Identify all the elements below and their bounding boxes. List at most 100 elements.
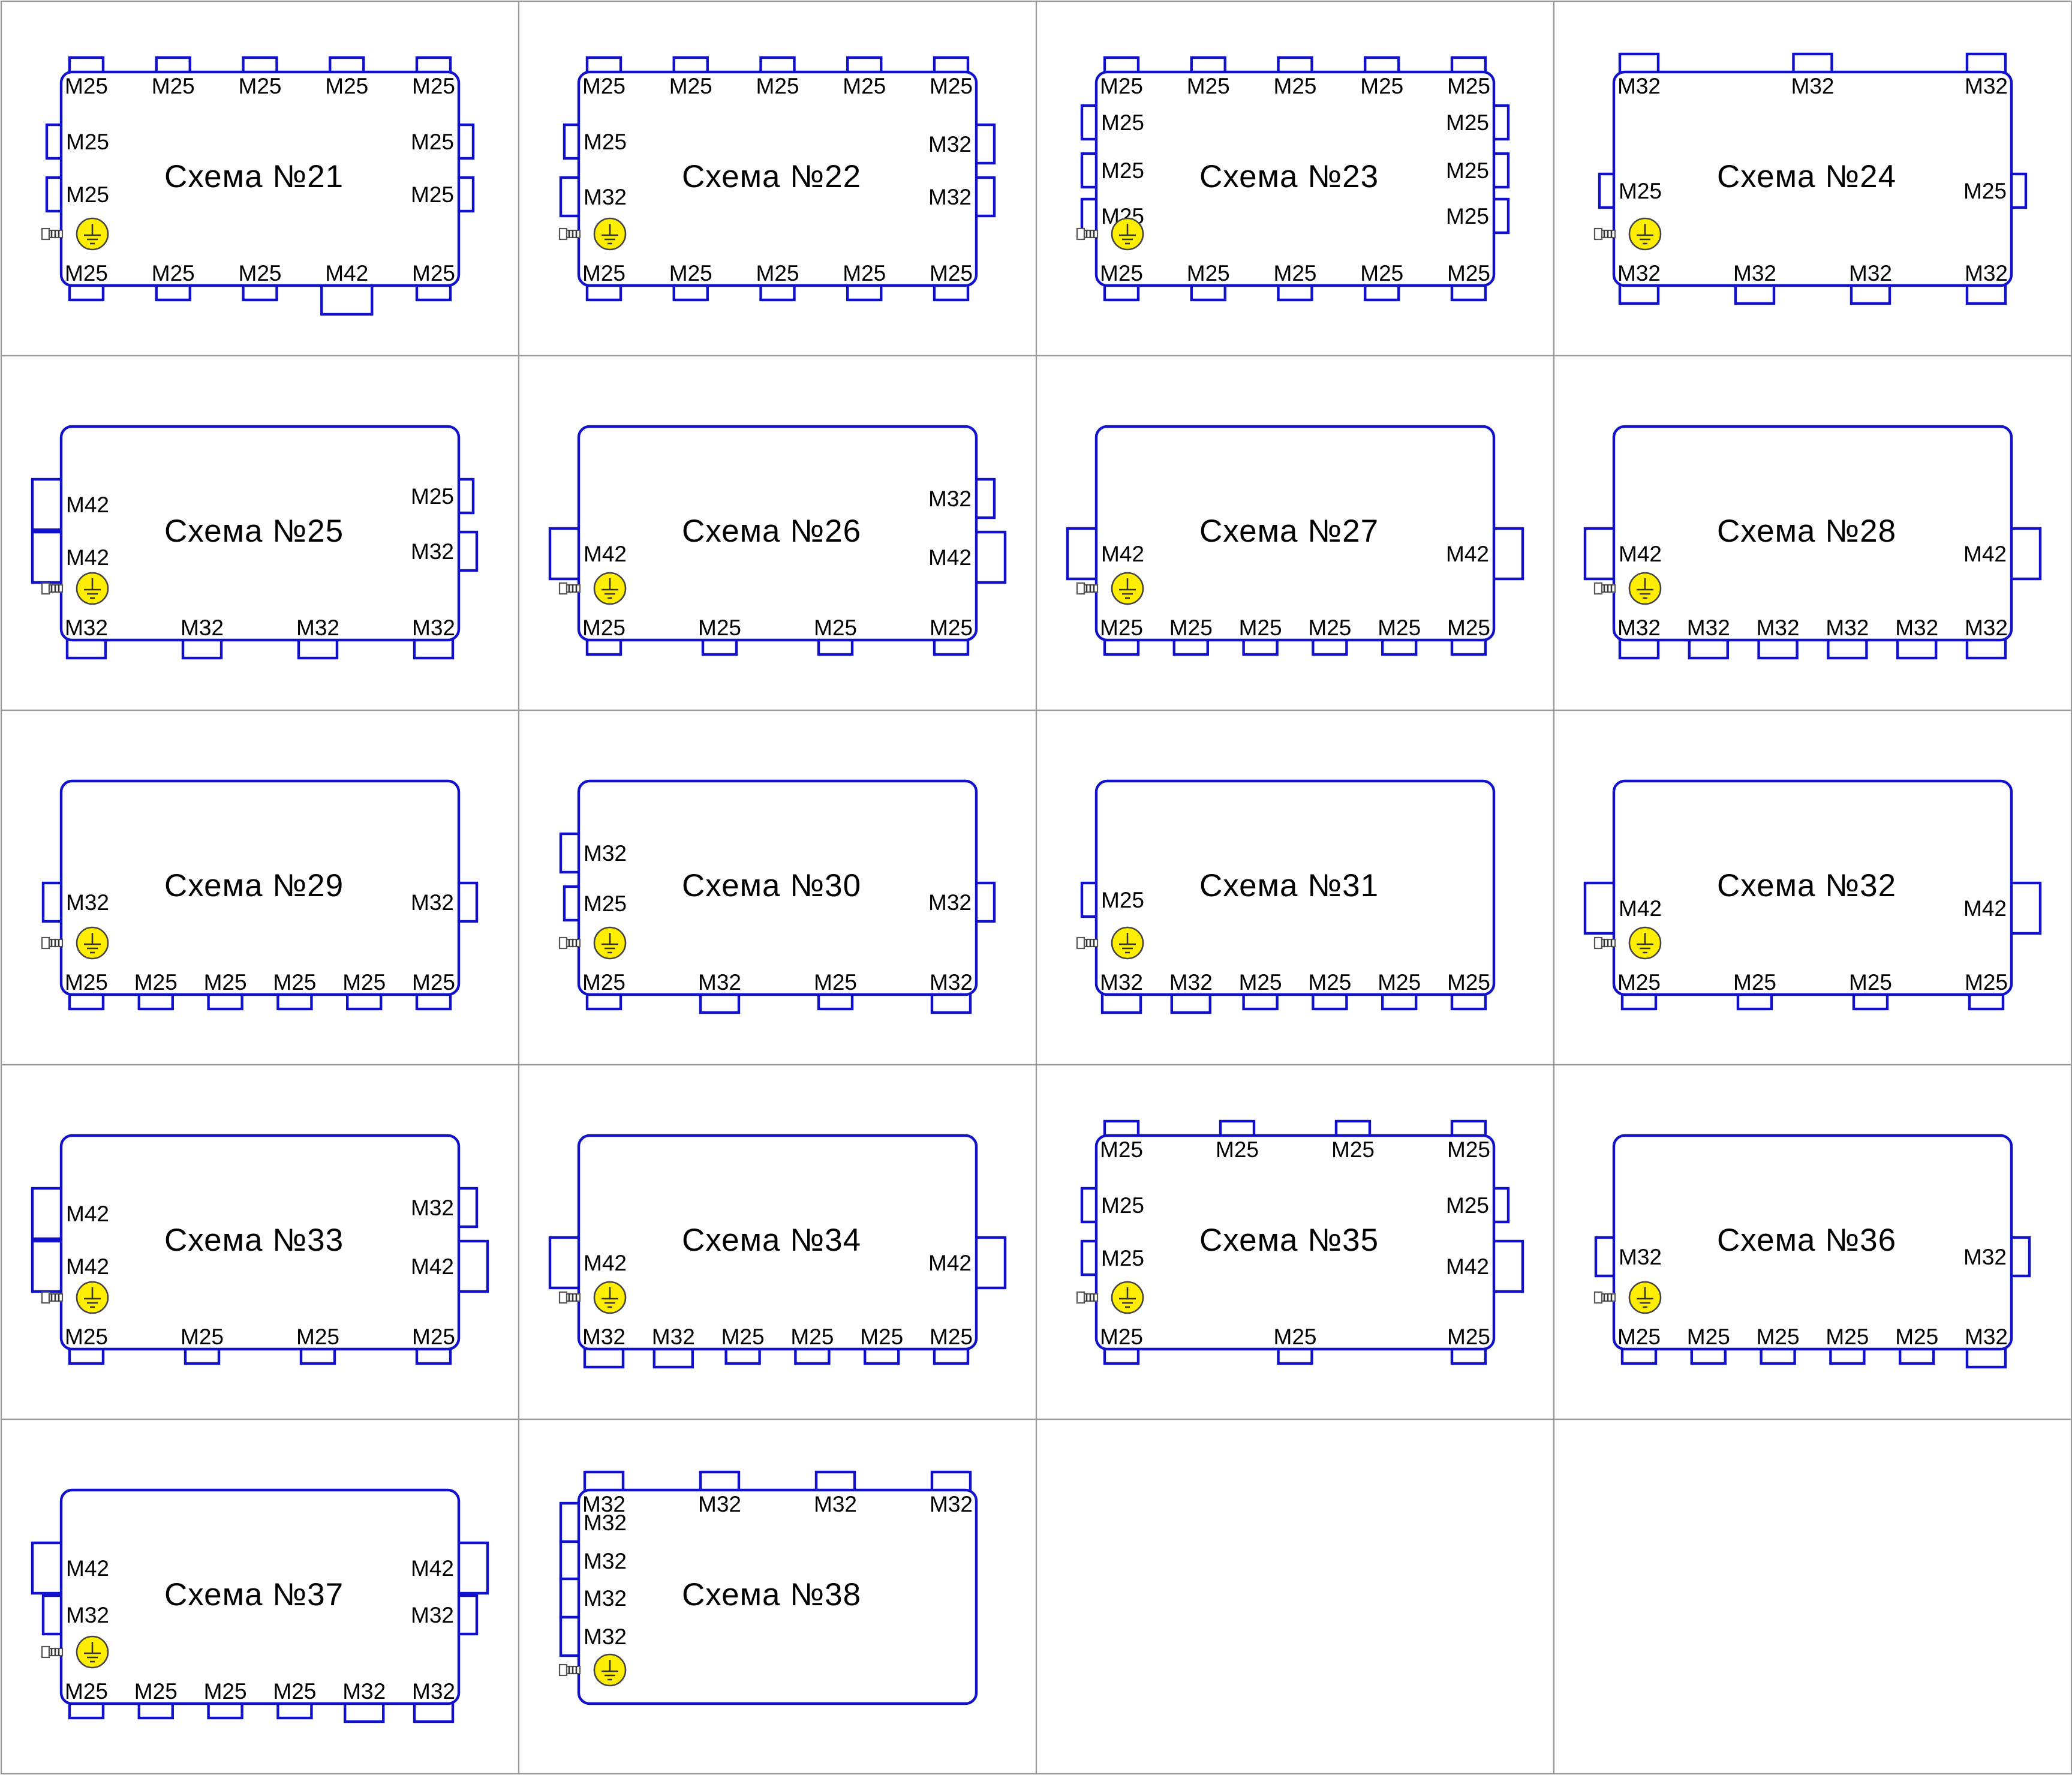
gland-left <box>1583 881 1618 935</box>
gland-label: M32 <box>928 890 972 915</box>
gland-label: M25 <box>814 615 857 640</box>
gland-label: M42 <box>928 1251 972 1275</box>
enclosure-box <box>577 1134 978 1351</box>
gland-label: M25 <box>1216 1137 1259 1162</box>
gland-label: M32 <box>652 1325 695 1349</box>
gland-label: M25 <box>721 1325 765 1349</box>
gland-label: M42 <box>66 1202 109 1226</box>
gland-label: M25 <box>411 484 454 509</box>
enclosure-box <box>577 1488 978 1705</box>
gland-label: M32 <box>1100 970 1143 995</box>
ground-bolt-icon <box>558 1291 581 1304</box>
gland-label: M25 <box>1308 970 1351 995</box>
gland-label: M25 <box>342 970 386 995</box>
gland-label: M25 <box>669 261 712 286</box>
gland-label: M32 <box>928 486 972 511</box>
gland-left <box>1583 527 1618 581</box>
gland-label: M25 <box>1826 1325 1869 1349</box>
gland-right <box>455 1239 489 1293</box>
ground-symbol-icon <box>593 572 627 605</box>
gland-label: M25 <box>1619 179 1662 203</box>
gland-right <box>1490 1239 1524 1293</box>
gland-label: M25 <box>1274 1325 1317 1349</box>
scheme-title: Схема №29 <box>164 868 344 903</box>
gland-label: M32 <box>584 841 627 866</box>
gland-label: M32 <box>1965 615 2008 640</box>
gland-label: M25 <box>204 970 247 995</box>
gland-label: M25 <box>1101 888 1144 912</box>
gland-label: M25 <box>412 970 455 995</box>
grid-cell <box>1553 1418 2072 1775</box>
ground-bolt-icon <box>1593 936 1616 950</box>
gland-label: M25 <box>1757 1325 1800 1349</box>
enclosure-box <box>1612 70 2013 287</box>
gland-label: M32 <box>181 615 224 640</box>
enclosure-box <box>1094 1134 1496 1351</box>
gland-label: M25 <box>1100 74 1143 98</box>
gland-label: M32 <box>584 1586 627 1611</box>
gland-label: M25 <box>1446 204 1489 229</box>
gland-label: M32 <box>584 1510 627 1535</box>
gland-left <box>548 527 583 581</box>
ground-bolt-icon <box>41 1291 64 1304</box>
ground-symbol-icon <box>76 1281 109 1314</box>
ground-symbol-icon <box>1628 217 1662 251</box>
ground-symbol-icon <box>1628 926 1662 960</box>
gland-label: M25 <box>930 615 973 640</box>
gland-label: M25 <box>66 130 109 154</box>
gland-label: M25 <box>1100 615 1143 640</box>
gland-label: M32 <box>1826 615 1869 640</box>
gland-label: M25 <box>1446 158 1489 183</box>
gland-label: M42 <box>1619 542 1662 566</box>
gland-label: M42 <box>1963 896 2007 921</box>
ground-bolt-icon <box>1593 227 1616 241</box>
gland-label: M25 <box>65 74 108 98</box>
gland-label: M25 <box>1239 615 1282 640</box>
gland-label: M25 <box>1378 615 1421 640</box>
gland-left <box>31 1187 65 1241</box>
ground-bolt-icon <box>41 582 64 595</box>
gland-label: M25 <box>239 261 282 286</box>
scheme-title: Схема №36 <box>1717 1223 1896 1258</box>
gland-label: M25 <box>296 1325 339 1349</box>
gland-label: M42 <box>1963 542 2007 566</box>
gland-label: M32 <box>930 970 973 995</box>
gland-label: M25 <box>582 970 625 995</box>
gland-label: M25 <box>65 261 108 286</box>
enclosure-box <box>577 425 978 642</box>
gland-label: M25 <box>843 74 886 98</box>
scheme-title: Схема №33 <box>164 1223 344 1258</box>
gland-label: M25 <box>698 615 741 640</box>
gland-label: M32 <box>411 539 454 564</box>
gland-label: M25 <box>1101 110 1144 135</box>
ground-symbol-icon <box>593 1653 627 1687</box>
gland-label: M25 <box>1617 1325 1661 1349</box>
scheme-title: Схема №30 <box>682 868 861 903</box>
gland-label: M25 <box>411 130 454 154</box>
scheme-title: Схема №24 <box>1717 159 1896 194</box>
scheme-title: Схема №35 <box>1199 1223 1379 1258</box>
ground-symbol-icon <box>1628 572 1662 605</box>
gland-label: M42 <box>411 1254 454 1279</box>
gland-label: M25 <box>584 130 627 154</box>
ground-bolt-icon <box>41 227 64 241</box>
gland-label: M25 <box>1617 970 1661 995</box>
gland-label: M25 <box>860 1325 903 1349</box>
gland-label: M25 <box>1447 615 1490 640</box>
ground-symbol-icon <box>1111 217 1144 251</box>
gland-label: M32 <box>582 1492 625 1516</box>
gland-label: M32 <box>1617 74 1661 98</box>
gland-label: M25 <box>1446 1193 1489 1218</box>
